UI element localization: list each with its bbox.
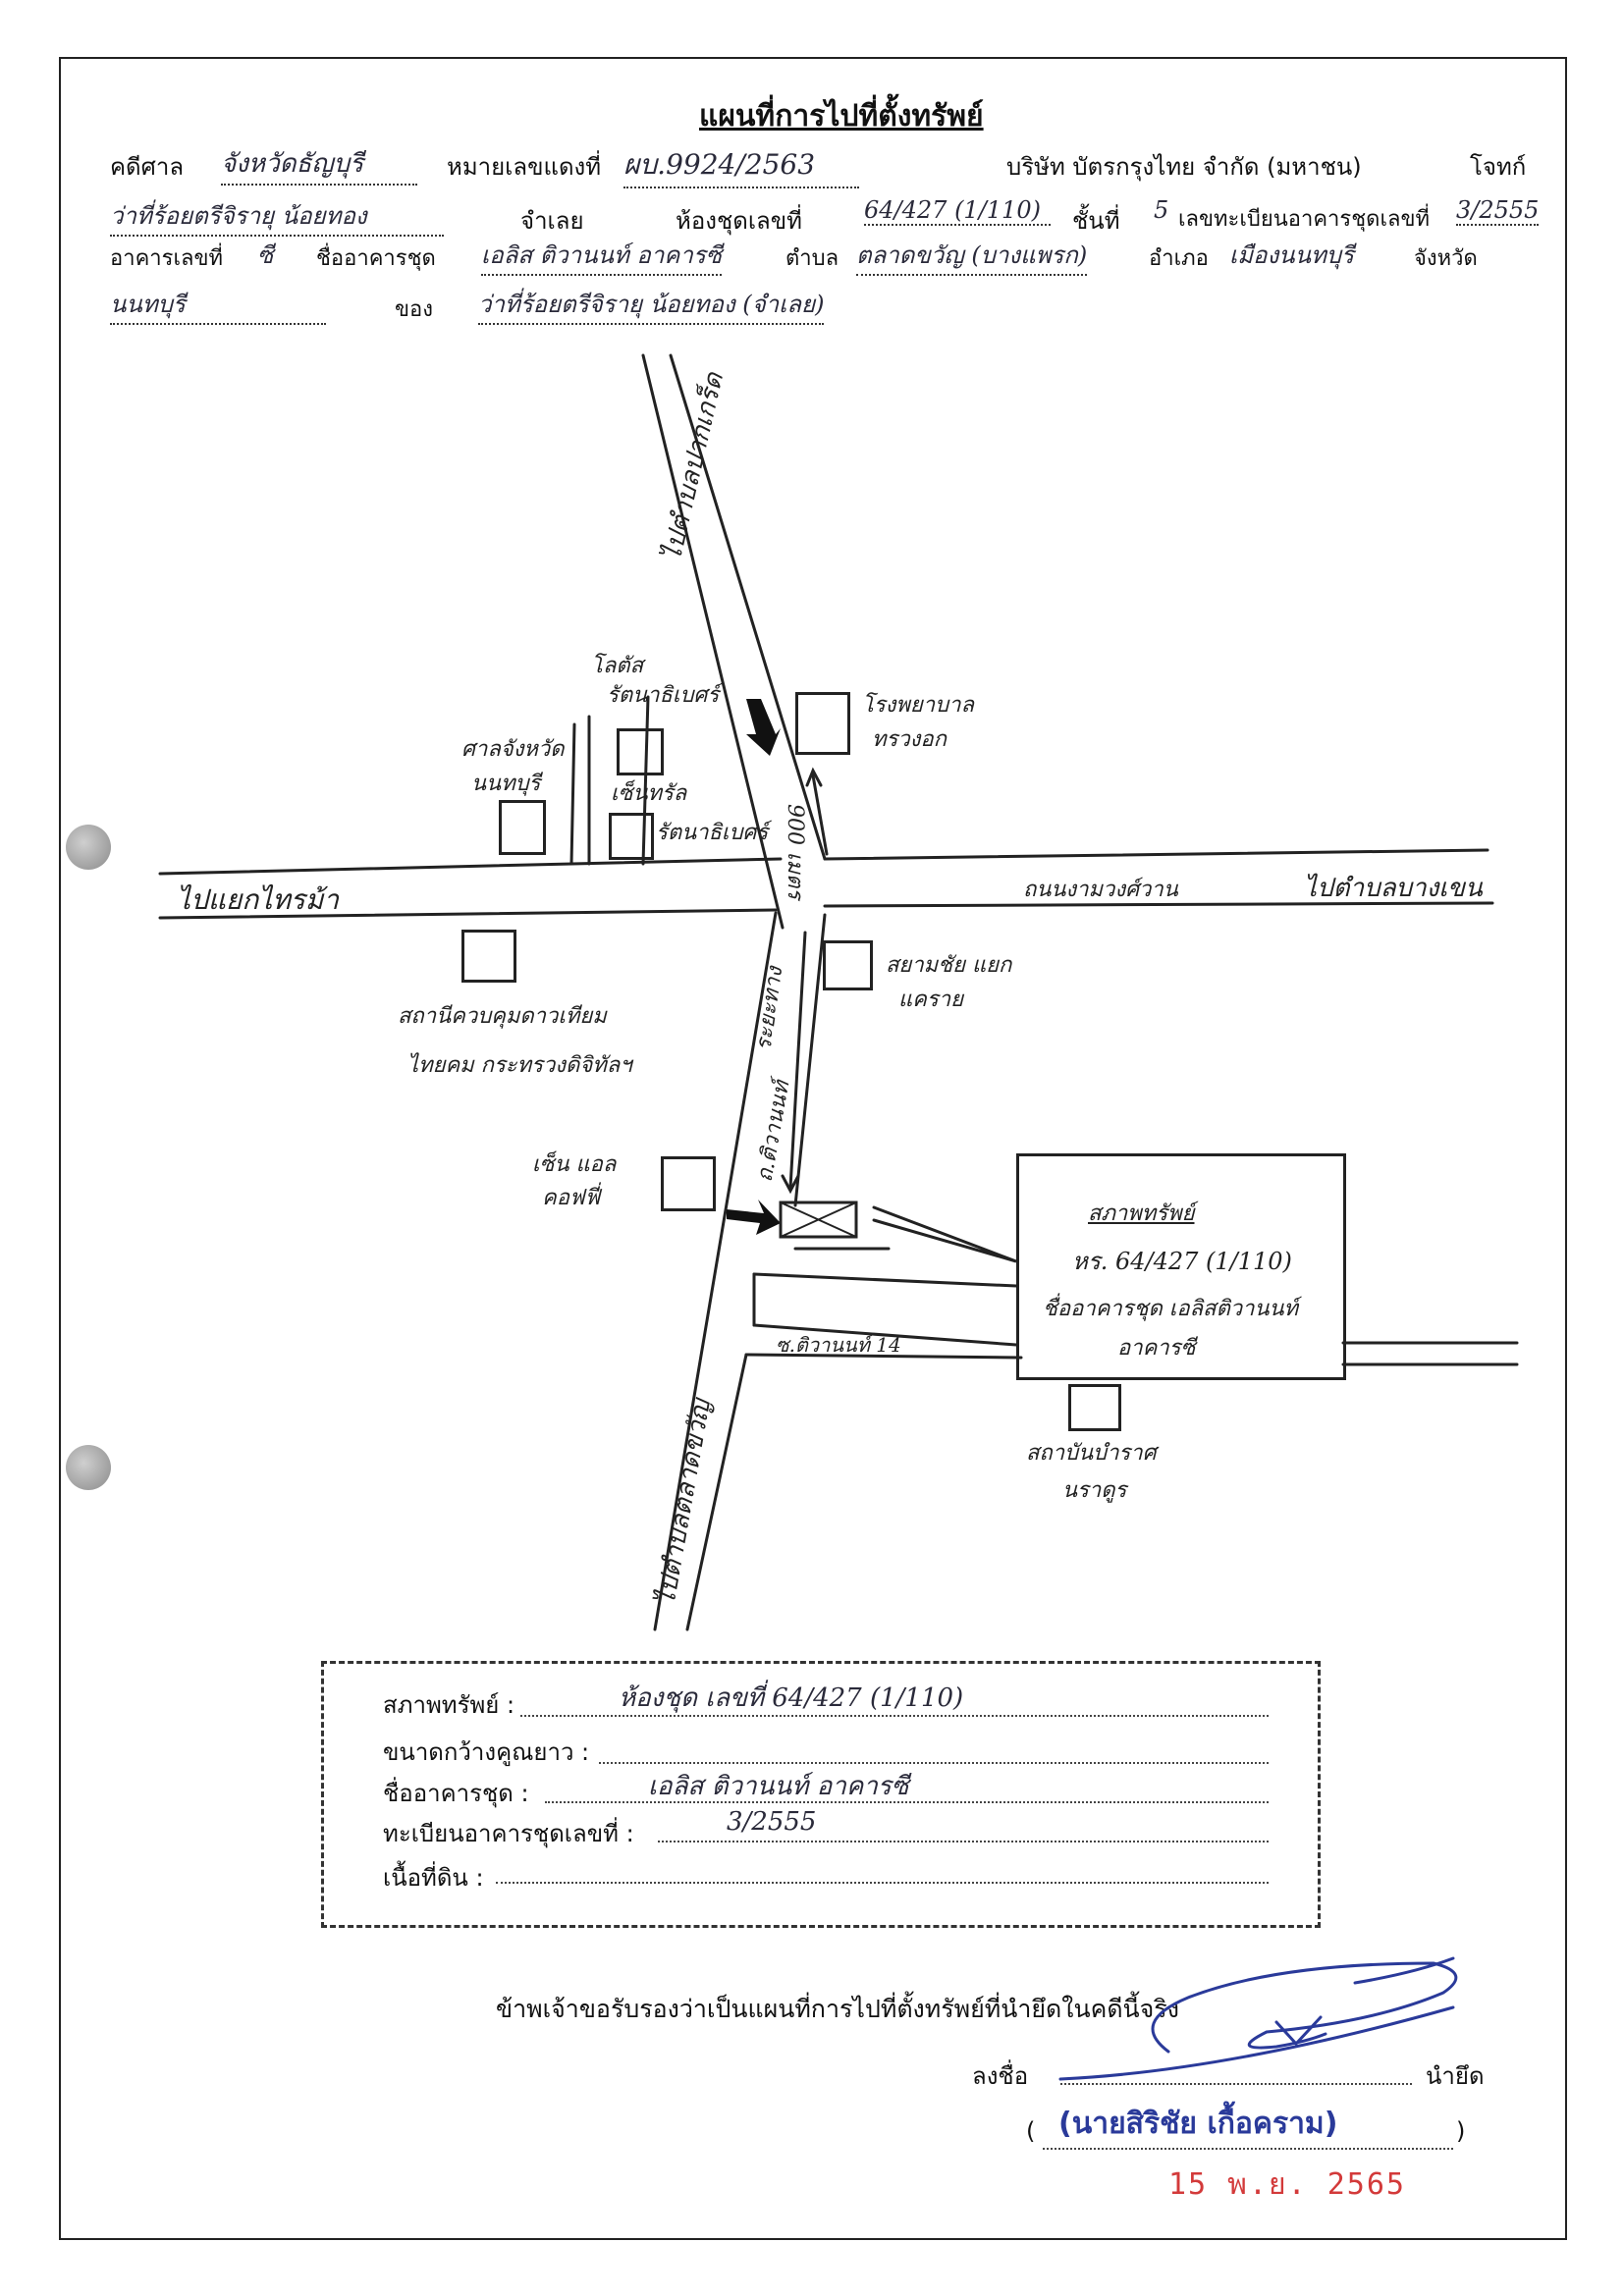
land-label: เนื้อที่ดิน : <box>383 1864 484 1892</box>
condition-value: ห้องชุด เลขที่ 64/427 (1/110) <box>619 1683 964 1713</box>
school-label-1: สถาบันบำราศ <box>1026 1441 1157 1466</box>
road-east-label: ไปตำบลบางเขน <box>1304 874 1483 903</box>
seven-eleven-label-1: เซ็น แอล <box>532 1152 617 1177</box>
defendant-value: ว่าที่ร้อยตรีจิรายุ น้อยทอง <box>110 196 444 237</box>
district-value: เมืองนนทบุรี <box>1229 241 1354 269</box>
property-info-box: สภาพทรัพย์ : ห้องชุด เลขที่ 64/427 (1/11… <box>321 1661 1321 1928</box>
owner-value: ว่าที่ร้อยตรีจิรายุ น้อยทอง (จำเลย) <box>478 285 825 325</box>
property-line-3: อาคารซี <box>1117 1336 1196 1361</box>
lotus-label-2: รัตนาธิเบศร์ <box>607 683 720 708</box>
floor-label: ชั้นที่ <box>1072 207 1120 235</box>
open-paren: ( <box>1026 2117 1036 2145</box>
unit-value: 64/427 (1/110) <box>864 196 1051 226</box>
lotus-box <box>617 728 664 775</box>
court-label: คดีศาล <box>110 153 185 181</box>
central-label-1: เซ็นทรัล <box>611 781 687 806</box>
distance-label: 900 เมตร <box>783 803 808 900</box>
road-west-label: ไปแยกไทรม้า <box>177 883 340 916</box>
property-title: สภาพทรัพย์ <box>1088 1201 1195 1226</box>
case-value: ผบ.9924/2563 <box>623 143 859 188</box>
central-label-2: รัตนาธิเบศร์ <box>656 821 769 845</box>
size-label: ขนาดกว้างคูณยาว : <box>383 1738 590 1766</box>
punch-hole-top <box>66 825 111 870</box>
sign-label: ลงชื่อ <box>972 2062 1029 2090</box>
condo-name-value: เอลิส ติวานนท์ อาคารซี <box>481 236 723 276</box>
size-line <box>599 1762 1269 1764</box>
close-paren: ) <box>1456 2117 1466 2145</box>
land-line <box>496 1882 1269 1884</box>
court-label-1: ศาลจังหวัด <box>461 737 565 762</box>
property-line-2: ชื่ออาคารชุด เอลิสติวานนท์ <box>1043 1297 1299 1321</box>
document-title: แผนที่การไปที่ตั้งทรัพย์ <box>699 99 984 133</box>
floor-value: 5 <box>1154 196 1169 224</box>
condo-value: เอลิส ติวานนท์ อาคารซี <box>648 1772 909 1801</box>
school-label-2: นราดูร <box>1062 1478 1127 1503</box>
condo-name-label: ชื่ออาคารชุด <box>316 246 436 271</box>
hospital-label-2: ทรวงอก <box>872 727 947 752</box>
bank-label-1: สยามชัย แยก <box>886 953 1012 978</box>
stamp-name: (นายสิริชัย เกื้อคราม) <box>1058 2107 1338 2141</box>
bank-label-2: แคราย <box>898 988 963 1012</box>
name-line <box>1043 2148 1453 2150</box>
hospital-label-1: โรงพยาบาล <box>862 693 974 718</box>
road-east-name-label: ถนนงามวงศ์วาน <box>1023 878 1178 902</box>
page-border <box>59 57 1567 2240</box>
reg-value: 3/2555 <box>1456 196 1540 226</box>
reg-line <box>658 1841 1269 1842</box>
central-box <box>609 813 654 860</box>
plaintiff-label: โจทก์ <box>1470 153 1527 181</box>
case-label: หมายเลขแดงที่ <box>447 153 602 181</box>
owner-label: ของ <box>395 297 433 322</box>
court-value: จังหวัดธัญบุรี <box>221 143 417 186</box>
property-line-1: หร. 64/427 (1/110) <box>1072 1248 1292 1275</box>
subdistrict-value: ตลาดขวัญ (บางแพรก) <box>856 236 1088 276</box>
building-no-label: อาคารเลขที่ <box>110 246 223 271</box>
station-box <box>461 930 516 983</box>
condo-label: ชื่ออาคารชุด : <box>383 1780 529 1807</box>
province-label: จังหวัด <box>1414 246 1478 271</box>
hospital-box <box>795 692 850 755</box>
condition-line <box>520 1715 1269 1717</box>
unit-label: ห้องชุดเลขที่ <box>676 207 802 235</box>
certify-text: ข้าพเจ้าขอรับรองว่าเป็นแผนที่การไปที่ตั้… <box>496 1995 1179 2023</box>
seizer-label: นำยึด <box>1426 2062 1485 2090</box>
stamp-date: 15 พ.ย. 2565 <box>1168 2167 1406 2202</box>
seven-eleven-label-2: คอฟฟี่ <box>542 1186 601 1210</box>
station-label-1: สถานีควบคุมดาวเทียม <box>398 1004 607 1029</box>
soi-label: ซ.ติวานนท์ 14 <box>776 1333 901 1357</box>
property-detail-box <box>1016 1153 1346 1380</box>
sign-line <box>1060 2083 1412 2085</box>
bank-box <box>823 940 873 990</box>
condo-line <box>545 1801 1269 1803</box>
province-value: นนทบุรี <box>110 285 326 325</box>
punch-hole-bottom <box>66 1445 111 1490</box>
reg-value-box: 3/2555 <box>727 1807 817 1837</box>
reg-label-box: ทะเบียนอาคารชุดเลขที่ : <box>383 1820 634 1847</box>
court-label-2: นนทบุรี <box>471 772 541 796</box>
reg-label: เลขทะเบียนอาคารชุดเลขที่ <box>1178 207 1430 232</box>
seven-eleven-box <box>661 1156 716 1211</box>
court-box <box>499 800 546 855</box>
school-box <box>1068 1384 1121 1431</box>
building-no-value: ซี <box>257 241 274 269</box>
lotus-label-1: โลตัส <box>591 654 644 678</box>
plaintiff-value: บริษัท บัตรกรุงไทย จำกัด (มหาชน) <box>1006 153 1362 181</box>
subdistrict-label: ตำบล <box>785 246 839 271</box>
defendant-label: จำเลย <box>520 207 584 235</box>
district-label: อำเภอ <box>1149 246 1209 271</box>
station-label-2: ไทยคม กระทรวงดิจิทัลฯ <box>407 1053 632 1078</box>
condition-label: สภาพทรัพย์ : <box>383 1691 515 1719</box>
